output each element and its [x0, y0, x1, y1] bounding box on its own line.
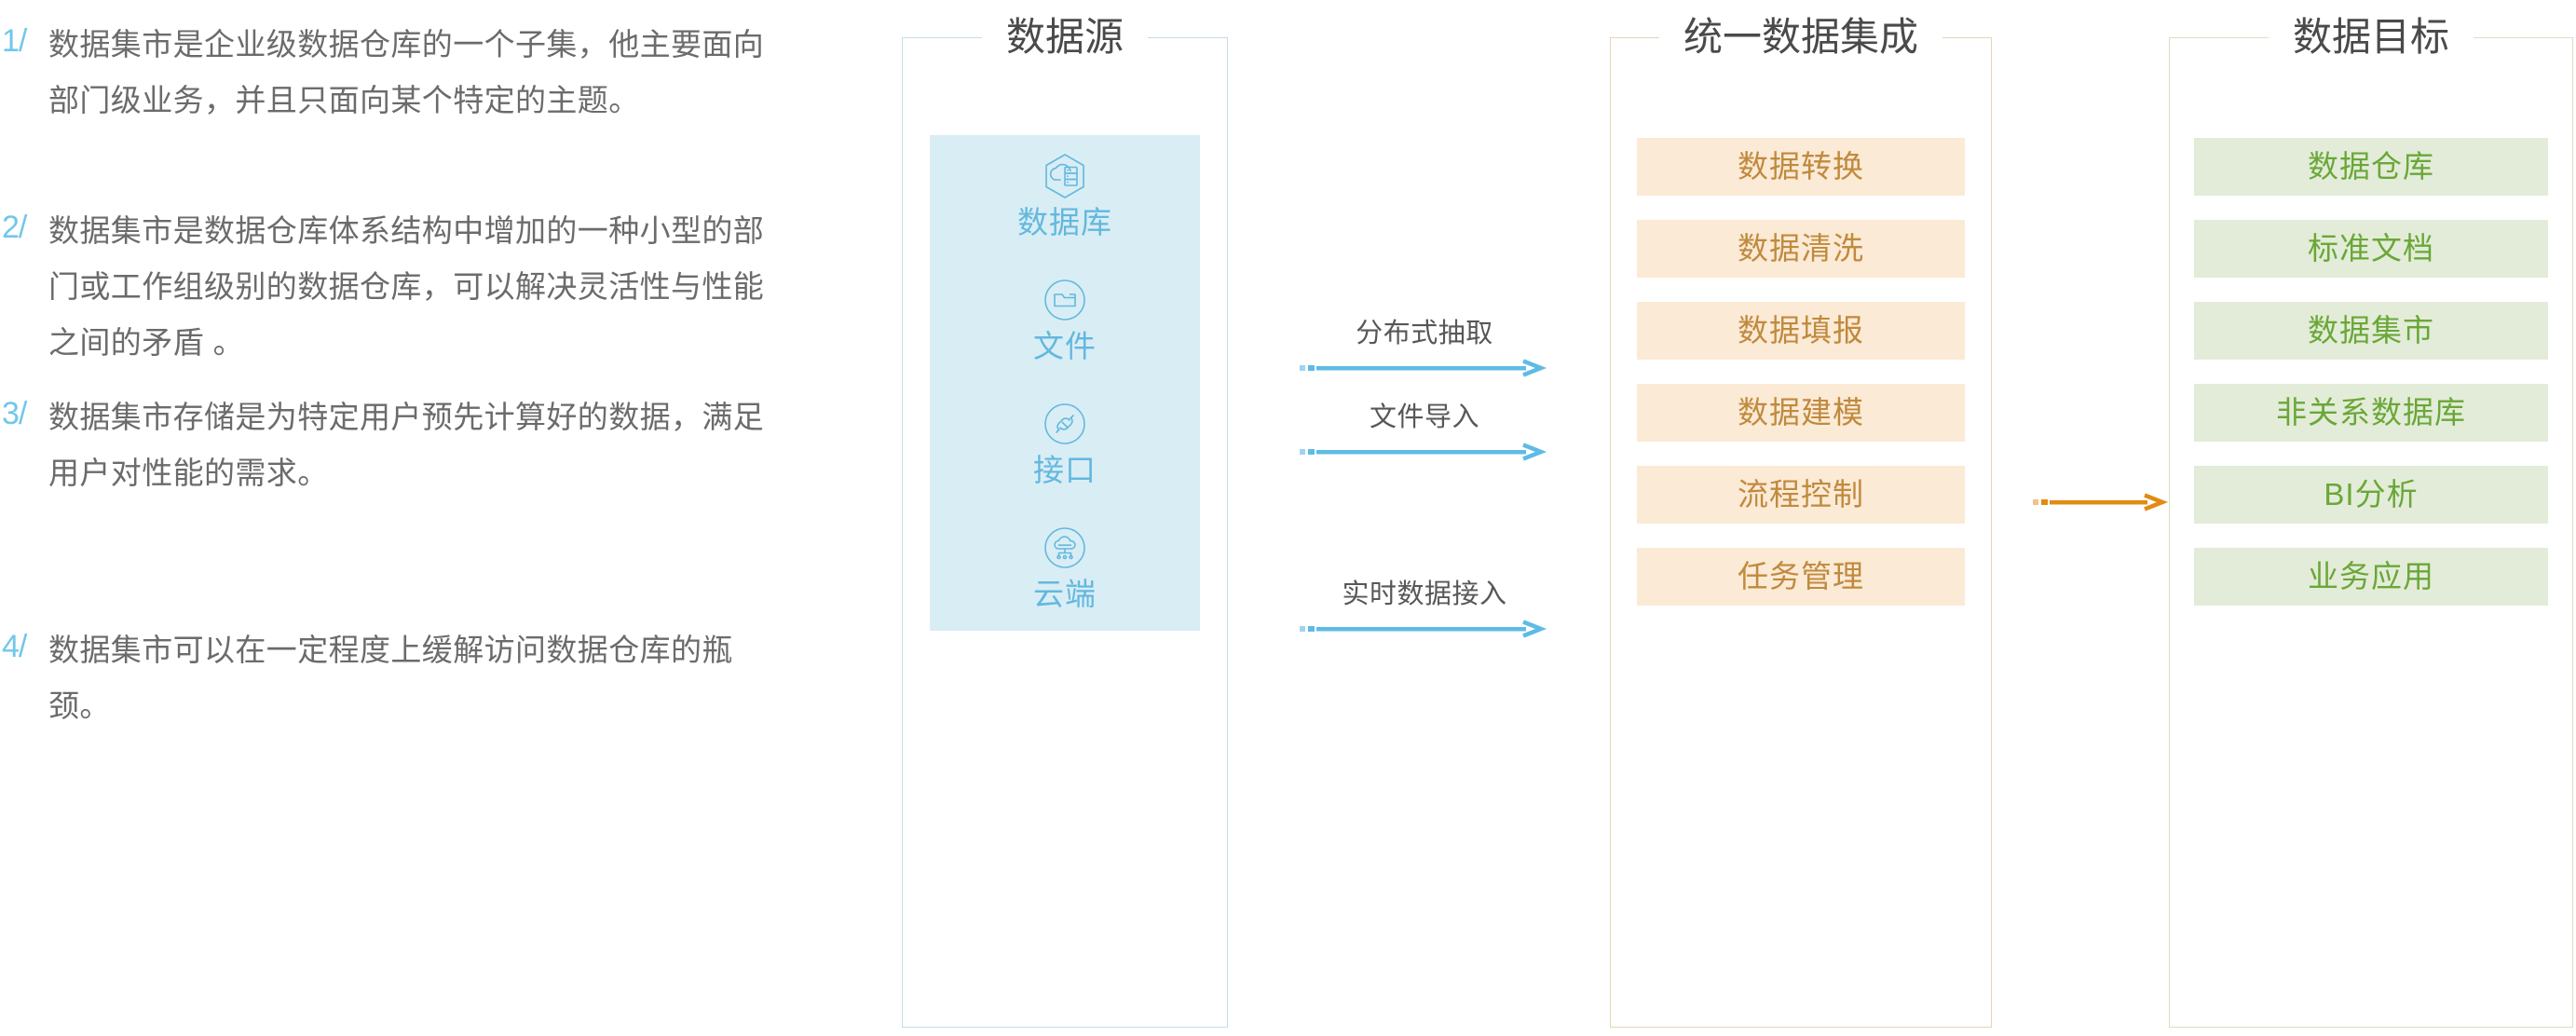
- source-card-label: 文件: [1033, 328, 1097, 363]
- target-card[interactable]: BI分析: [2194, 466, 2548, 524]
- bullet-number: 4/: [2, 629, 27, 664]
- data-target-panel: 数据目标 数据仓库 标准文档 数据集市 非关系数据库 BI分析 业务应用: [2169, 13, 2573, 1028]
- integration-card[interactable]: 数据建模: [1637, 384, 1965, 442]
- source-card-database[interactable]: 数据库: [930, 135, 1200, 259]
- flow-distributed-extract: 分布式抽取: [1300, 315, 1549, 388]
- target-card-label: 数据集市: [2308, 313, 2434, 348]
- integration-card[interactable]: 流程控制: [1637, 466, 1965, 524]
- target-card[interactable]: 非关系数据库: [2194, 384, 2548, 442]
- database-hexagon-icon: [1041, 152, 1089, 200]
- arrow-right-icon: [1300, 358, 1549, 378]
- plug-connector-circle-icon: [1041, 400, 1089, 448]
- target-card-label: 数据仓库: [2308, 149, 2434, 184]
- integration-card[interactable]: 任务管理: [1637, 548, 1965, 606]
- source-card-label: 云端: [1033, 576, 1097, 611]
- arrow-right-icon: [1300, 619, 1549, 639]
- target-card-label: BI分析: [2324, 477, 2419, 511]
- target-card-label: 标准文档: [2308, 231, 2434, 266]
- unified-data-integration-panel: 统一数据集成 数据转换 数据清洗 数据填报 数据建模 流程控制 任务管理: [1610, 13, 1992, 1028]
- flow-label: 实时数据接入: [1342, 579, 1507, 609]
- integration-card-label: 数据清洗: [1738, 231, 1864, 266]
- target-card-label: 非关系数据库: [2276, 395, 2466, 429]
- integration-card-label: 数据填报: [1738, 313, 1864, 348]
- bullet-text: 数据集市存储是为特定用户预先计算好的数据，满足用户对性能的需求。: [48, 400, 765, 490]
- integration-card-label: 任务管理: [1738, 559, 1864, 593]
- flow-label: 文件导入: [1369, 402, 1479, 432]
- bullet-text: 数据集市是数据仓库体系结构中增加的一种小型的部门或工作组级别的数据仓库，可以解决…: [48, 213, 765, 360]
- flow-file-import: 文件导入: [1300, 399, 1549, 471]
- source-card-file[interactable]: 文件: [930, 259, 1200, 383]
- flow-realtime-ingest: 实时数据接入: [1300, 576, 1549, 648]
- arrow-right-icon: [2033, 492, 2171, 512]
- bullet-number: 1/: [2, 23, 27, 59]
- folder-circle-icon: [1041, 276, 1089, 324]
- panel-title-target: 数据目标: [2268, 13, 2474, 61]
- integration-card[interactable]: 数据清洗: [1637, 220, 1965, 278]
- integration-card[interactable]: 数据转换: [1637, 138, 1965, 196]
- source-card-label: 数据库: [1017, 204, 1112, 239]
- bullet-text: 数据集市是企业级数据仓库的一个子集，他主要面向部门级业务，并且只面向某个特定的主…: [48, 27, 765, 117]
- bullet-number: 3/: [2, 396, 27, 431]
- arrow-right-icon: [1300, 442, 1549, 462]
- bullet-text: 数据集市可以在一定程度上缓解访问数据仓库的瓶颈。: [48, 633, 733, 723]
- target-card[interactable]: 业务应用: [2194, 548, 2548, 606]
- panel-title-data-source: 数据源: [981, 13, 1149, 61]
- target-card[interactable]: 数据仓库: [2194, 138, 2548, 196]
- bullet-number: 2/: [2, 210, 27, 245]
- target-card[interactable]: 数据集市: [2194, 302, 2548, 360]
- flow-label: 分布式抽取: [1356, 319, 1493, 348]
- target-card-label: 业务应用: [2308, 559, 2434, 593]
- integration-card-label: 数据建模: [1738, 395, 1864, 429]
- list-item: 2/ 数据集市是数据仓库体系结构中增加的一种小型的部门或工作组级别的数据仓库，可…: [0, 203, 820, 371]
- source-card-cloud[interactable]: 云端: [930, 507, 1200, 631]
- list-item: 4/ 数据集市可以在一定程度上缓解访问数据仓库的瓶颈。: [0, 622, 820, 734]
- list-item: 1/ 数据集市是企业级数据仓库的一个子集，他主要面向部门级业务，并且只面向某个特…: [0, 17, 820, 129]
- cloud-network-circle-icon: [1041, 524, 1089, 572]
- data-source-panel: 数据源 数据库: [902, 13, 1228, 1028]
- list-item: 3/ 数据集市存储是为特定用户预先计算好的数据，满足用户对性能的需求。: [0, 389, 820, 501]
- panel-title-integration: 统一数据集成: [1658, 13, 1943, 61]
- target-card[interactable]: 标准文档: [2194, 220, 2548, 278]
- source-card-label: 接口: [1033, 452, 1097, 487]
- integration-card[interactable]: 数据填报: [1637, 302, 1965, 360]
- bullet-list: 1/ 数据集市是企业级数据仓库的一个子集，他主要面向部门级业务，并且只面向某个特…: [0, 17, 820, 1004]
- integration-card-label: 数据转换: [1738, 149, 1864, 184]
- source-card-interface[interactable]: 接口: [930, 383, 1200, 507]
- integration-card-label: 流程控制: [1738, 477, 1864, 511]
